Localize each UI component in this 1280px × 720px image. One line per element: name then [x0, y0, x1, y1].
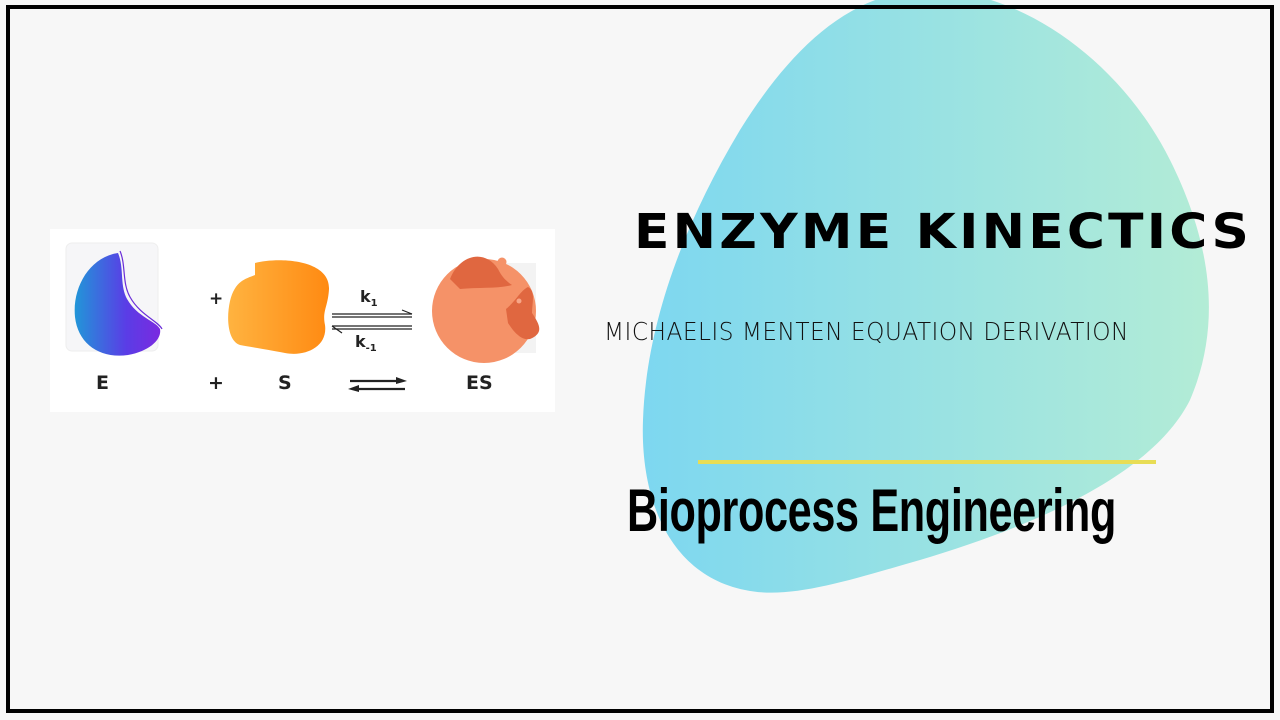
label-enzyme: E — [96, 372, 109, 394]
label-plus-bottom: + — [208, 372, 224, 394]
slide-title: ENZYME KINECTICS — [634, 204, 1253, 260]
course-name: Bioprocess Engineering — [627, 477, 1116, 544]
k-forward-subscript: 1 — [370, 298, 378, 310]
equilibrium-arrows-bottom — [348, 377, 407, 392]
label-k-forward: k1 — [360, 287, 378, 309]
k-reverse-subscript: -1 — [365, 343, 377, 355]
slide-subtitle: MICHAELIS MENTEN EQUATION DERIVATION — [604, 317, 1129, 346]
enzyme-icon — [74, 250, 163, 356]
label-substrate: S — [278, 372, 292, 394]
enzyme-substrate-complex-icon — [432, 256, 540, 363]
label-k-reverse: k-1 — [355, 332, 377, 354]
reaction-diagram: E + + S ES k1 k-1 — [50, 229, 555, 412]
k-forward-symbol: k — [360, 287, 371, 306]
divider-line — [698, 460, 1156, 464]
label-plus-top: + — [209, 289, 224, 309]
substrate-icon — [228, 260, 330, 354]
equilibrium-arrows-top — [331, 309, 413, 334]
k-reverse-symbol: k — [355, 332, 366, 351]
label-complex: ES — [466, 372, 493, 394]
